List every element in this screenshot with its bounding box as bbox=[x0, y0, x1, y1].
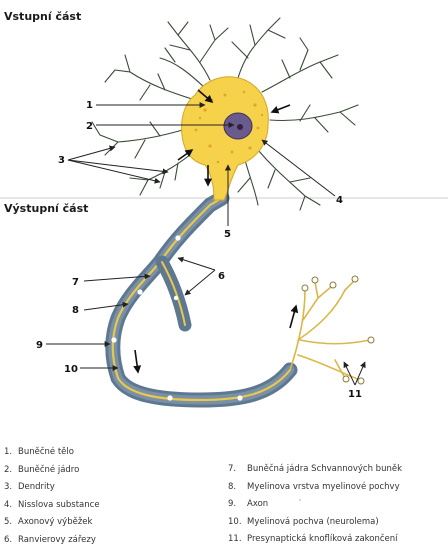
axon-collateral bbox=[155, 255, 192, 332]
legend-item: 11. Presynaptická knoflíková zakončení bbox=[228, 531, 446, 549]
myelin-highlight bbox=[108, 193, 295, 405]
legend-text: Axon bbox=[247, 499, 269, 510]
legend-text: Buněčná jádra Schvannových buněk bbox=[247, 464, 402, 474]
marker-5: 5 bbox=[224, 229, 231, 240]
legend-text: Dendrity bbox=[18, 482, 55, 493]
legend-num: 8. bbox=[228, 481, 237, 492]
axon bbox=[105, 190, 375, 408]
legend-num: 5. bbox=[4, 517, 13, 528]
legend-item: 4. Nisslova substance bbox=[4, 497, 224, 515]
signal-flow-arrows bbox=[133, 89, 299, 374]
marker-1: 1 bbox=[86, 100, 93, 111]
nucleolus bbox=[237, 124, 243, 130]
marker-11: 11 bbox=[348, 389, 362, 400]
legend-num: 4. bbox=[4, 499, 13, 510]
legend-item: 8. Myelinova vrstva myelinové pochvy bbox=[228, 479, 446, 497]
marker-10: 10 bbox=[64, 364, 78, 375]
legend-item: 7. Buněčná jádra Schvannových buněk bbox=[228, 461, 446, 479]
marker-6: 6 bbox=[218, 271, 225, 282]
legend-text: Ranvierovy zářezy bbox=[18, 534, 96, 545]
markers: 1 2 3 4 5 6 7 8 9 10 11 bbox=[36, 100, 362, 400]
legend-text: Nisslova substance bbox=[18, 499, 100, 510]
neuron-diagram: 1 2 3 4 5 6 7 8 9 10 11 Vstupní část Výs… bbox=[0, 10, 448, 545]
section-output-title: Výstupní část bbox=[4, 202, 89, 215]
legend-item: 5. Axonový výběžek bbox=[4, 514, 224, 532]
legend-text: Buněčné tělo bbox=[18, 447, 74, 457]
legend-left: 1. Buněčné tělo 2. Buněčné jádro 3. Dendrit… bbox=[4, 444, 224, 550]
marker-8: 8 bbox=[72, 305, 79, 316]
legend-text: Presynaptická knoflíková zakončení bbox=[247, 534, 398, 545]
label-leaders bbox=[46, 102, 366, 386]
synaptic-knobs bbox=[301, 275, 375, 385]
cell-body bbox=[181, 76, 269, 201]
legend-num: 3. bbox=[4, 482, 13, 493]
legend-num: 11. bbox=[228, 534, 242, 545]
marker-2: 2 bbox=[86, 121, 93, 132]
section-input-title: Vstupní část bbox=[4, 10, 82, 23]
legend-num: 9. bbox=[228, 499, 237, 510]
legend-num: 7. bbox=[228, 464, 237, 474]
legend-item: 6. Ranvierovy zářezy bbox=[4, 532, 224, 550]
neuron-illustration: 1 2 3 4 5 6 7 8 9 10 11 bbox=[0, 17, 448, 501]
legend-item: 1. Buněčné tělo bbox=[4, 444, 224, 462]
marker-7: 7 bbox=[72, 277, 79, 288]
marker-4: 4 bbox=[336, 195, 343, 206]
legend-num: 10. bbox=[228, 516, 242, 527]
legend-text: Myelinova vrstva myelinové pochvy bbox=[247, 481, 400, 492]
legend-text: Myelinová pochva (neurolema) bbox=[247, 516, 379, 527]
legend-item: 9. Axon bbox=[228, 496, 446, 514]
ranvier-nodes bbox=[111, 235, 243, 401]
legend-text: Buněčné jádro bbox=[18, 464, 80, 475]
axon-terminals bbox=[289, 279, 371, 381]
legend-item: 2. Buněčné jádro bbox=[4, 462, 224, 480]
legend-text: Axonový výběžek bbox=[18, 517, 93, 528]
dendrites bbox=[91, 17, 359, 501]
legend-num: 1. bbox=[4, 447, 13, 457]
axon-core bbox=[111, 196, 292, 402]
marker-9: 9 bbox=[36, 340, 43, 351]
marker-3: 3 bbox=[58, 155, 65, 166]
myelin-sheath bbox=[105, 190, 298, 408]
legend-num: 2. bbox=[4, 464, 13, 475]
legend-item: 10. Myelinová pochva (neurolema) bbox=[228, 514, 446, 532]
legend-num: 6. bbox=[4, 534, 13, 545]
legend-item: 3. Dendrity bbox=[4, 479, 224, 497]
